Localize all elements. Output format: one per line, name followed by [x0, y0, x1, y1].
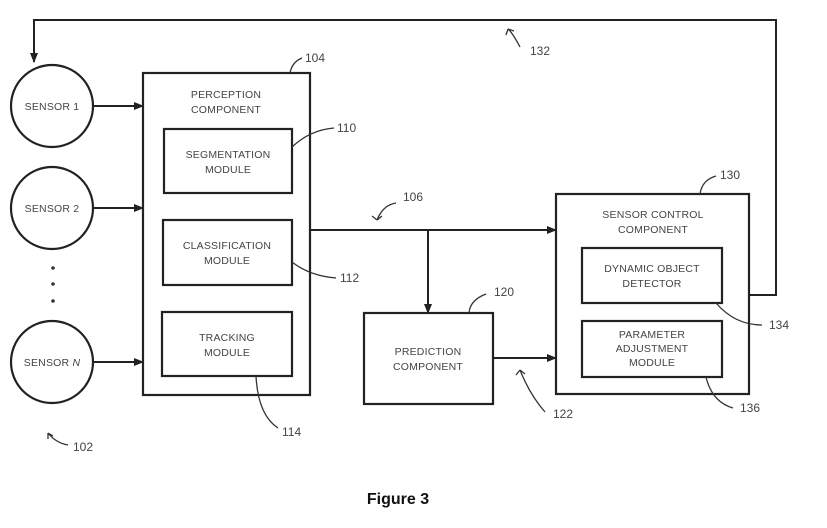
bus-leader: [371, 202, 397, 221]
svg-text:SENSOR 2: SENSOR 2: [25, 203, 80, 215]
tracking-ref: 114: [282, 425, 301, 439]
feedback-line: [30, 19, 777, 296]
svg-text:MODULE: MODULE: [205, 164, 251, 176]
svg-text:SEGMENTATION: SEGMENTATION: [186, 149, 271, 161]
svg-text:PERCEPTION: PERCEPTION: [191, 89, 261, 101]
sensor-1: SENSOR 1: [9, 63, 95, 149]
perception-leader: [289, 57, 303, 74]
dynamic-object-detector: DYNAMIC OBJECT DETECTOR: [580, 246, 724, 305]
segmentation-leader: [291, 127, 335, 148]
detector-leader: [715, 302, 763, 326]
feedback-leader: [505, 28, 521, 48]
svg-text:ADJUSTMENT: ADJUSTMENT: [616, 343, 689, 355]
bus-ref: 106: [403, 190, 423, 204]
prediction-output-leader: [515, 369, 546, 413]
sensors-leader: [47, 432, 69, 446]
svg-text:SENSOR 1: SENSOR 1: [25, 101, 80, 113]
svg-text:SENSOR N: SENSOR N: [24, 357, 81, 369]
svg-text:TRACKING: TRACKING: [199, 332, 255, 344]
svg-text:MODULE: MODULE: [204, 255, 250, 267]
classification-module: CLASSIFICATION MODULE: [161, 218, 294, 287]
tracking-leader: [255, 375, 279, 429]
prediction-ref: 120: [494, 285, 514, 299]
sensors-ref: 102: [73, 440, 93, 454]
svg-text:COMPONENT: COMPONENT: [191, 104, 261, 116]
sensor-control-ref: 130: [720, 168, 740, 182]
feedback-ref: 132: [530, 44, 550, 58]
sensor-control-leader: [699, 175, 717, 195]
parameter-adjustment-module: PARAMETER ADJUSTMENT MODULE: [580, 319, 724, 379]
figure-caption: Figure 3: [367, 491, 429, 508]
svg-text:COMPONENT: COMPONENT: [618, 224, 688, 236]
perception-ref: 104: [305, 51, 325, 65]
parameter-ref: 136: [740, 401, 760, 415]
svg-text:MODULE: MODULE: [204, 347, 250, 359]
segmentation-ref: 110: [337, 121, 356, 135]
svg-text:PREDICTION: PREDICTION: [395, 346, 462, 358]
prediction-leader: [468, 293, 487, 314]
svg-text:DETECTOR: DETECTOR: [622, 278, 681, 290]
svg-text:SENSOR CONTROL: SENSOR CONTROL: [602, 209, 703, 221]
svg-text:PARAMETER: PARAMETER: [619, 329, 686, 341]
prediction-component: PREDICTION COMPONENT: [362, 311, 495, 406]
svg-text:MODULE: MODULE: [629, 357, 675, 369]
classification-ref: 112: [340, 271, 359, 285]
tracking-module: TRACKING MODULE: [160, 310, 294, 378]
parameter-leader: [705, 376, 734, 409]
svg-text:CLASSIFICATION: CLASSIFICATION: [183, 240, 271, 252]
sensor-2: SENSOR 2: [9, 165, 95, 251]
sensor-ellipsis: [51, 266, 55, 303]
svg-text:DYNAMIC OBJECT: DYNAMIC OBJECT: [604, 263, 700, 275]
sensor-n: SENSOR N: [9, 319, 95, 405]
classification-leader: [291, 261, 337, 279]
detector-ref: 134: [769, 318, 789, 332]
segmentation-module: SEGMENTATION MODULE: [162, 127, 294, 195]
svg-text:COMPONENT: COMPONENT: [393, 361, 463, 373]
prediction-output-ref: 122: [553, 407, 573, 421]
